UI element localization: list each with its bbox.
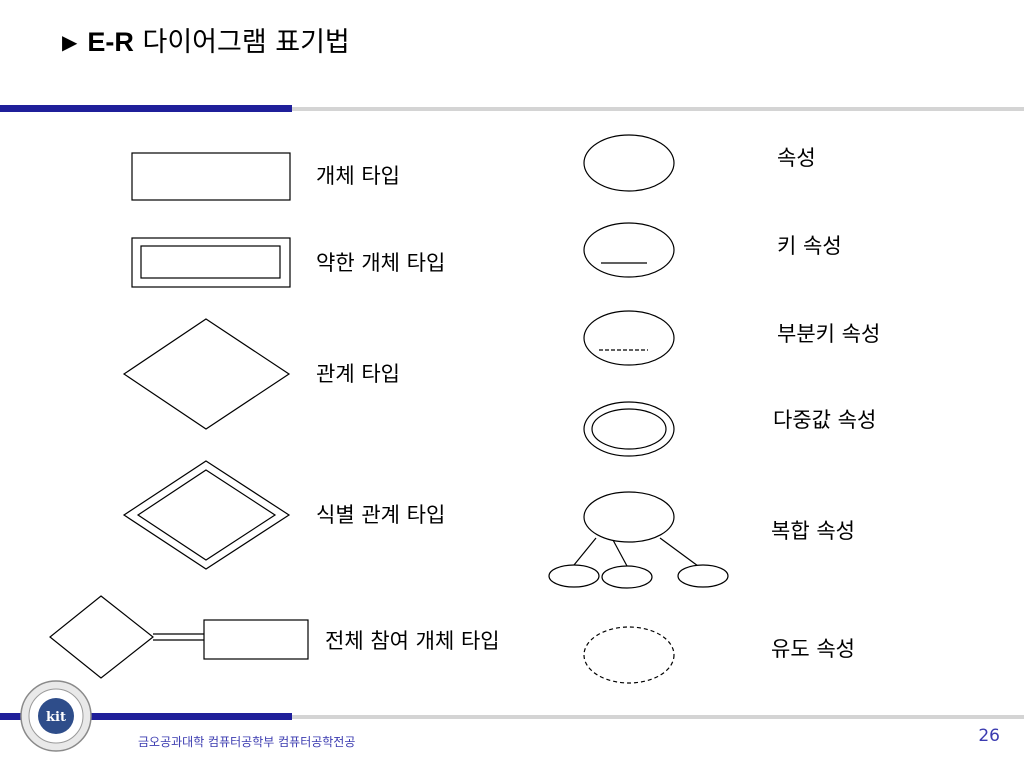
label-composite-attribute: 복합 속성 bbox=[771, 519, 855, 543]
label-partial-key-attribute: 부분키 속성 bbox=[777, 322, 881, 346]
page-number: 26 bbox=[978, 726, 1000, 746]
label-identifying-relationship: 식별 관계 타입 bbox=[316, 503, 446, 527]
entity-symbol bbox=[131, 152, 291, 201]
composite-attribute-symbol bbox=[583, 491, 675, 543]
composite-component-2 bbox=[601, 565, 653, 589]
relationship-symbol bbox=[122, 318, 291, 430]
title-bullet-icon: ▶ bbox=[62, 30, 78, 54]
top-rule bbox=[0, 105, 1024, 112]
multivalued-attribute-inner bbox=[591, 408, 667, 450]
label-key-attribute: 키 속성 bbox=[777, 234, 842, 258]
label-entity: 개체 타입 bbox=[316, 164, 400, 188]
bottom-rule-blue bbox=[0, 713, 292, 720]
composite-link-1 bbox=[573, 537, 597, 566]
total-participation-entity bbox=[203, 619, 309, 660]
composite-link-3 bbox=[659, 537, 699, 567]
label-derived-attribute: 유도 속성 bbox=[771, 637, 855, 661]
composite-link-2 bbox=[612, 539, 628, 567]
title-bold: E-R bbox=[87, 27, 134, 57]
label-attribute: 속성 bbox=[777, 146, 816, 170]
label-multivalued-attribute: 다중값 속성 bbox=[773, 408, 877, 432]
attribute-symbol bbox=[583, 134, 675, 192]
bottom-rule bbox=[0, 713, 1024, 720]
composite-component-3 bbox=[677, 564, 729, 588]
logo-text: kit bbox=[46, 710, 66, 725]
label-relationship: 관계 타입 bbox=[316, 362, 400, 386]
footer-text: 금오공과대학 컴퓨터공학부 컴퓨터공학전공 bbox=[138, 735, 356, 749]
bottom-rule-gray bbox=[292, 715, 1024, 719]
top-rule-blue bbox=[0, 105, 292, 112]
university-logo: kit bbox=[20, 680, 92, 752]
total-participation-relationship bbox=[49, 595, 154, 679]
derived-attribute-symbol bbox=[583, 626, 675, 684]
key-attribute-symbol bbox=[583, 222, 675, 278]
weak-entity-inner bbox=[140, 245, 281, 279]
identifying-relationship-inner bbox=[136, 469, 277, 561]
title-rest: 다이어그램 표기법 bbox=[133, 27, 350, 58]
top-rule-gray bbox=[292, 107, 1024, 111]
composite-component-1 bbox=[548, 564, 600, 588]
label-total-participation: 전체 참여 개체 타입 bbox=[325, 629, 500, 653]
slide-title: ▶ E-R 다이어그램 표기법 bbox=[62, 22, 350, 63]
label-weak-entity: 약한 개체 타입 bbox=[316, 251, 446, 275]
partial-key-attribute-symbol bbox=[583, 310, 675, 366]
